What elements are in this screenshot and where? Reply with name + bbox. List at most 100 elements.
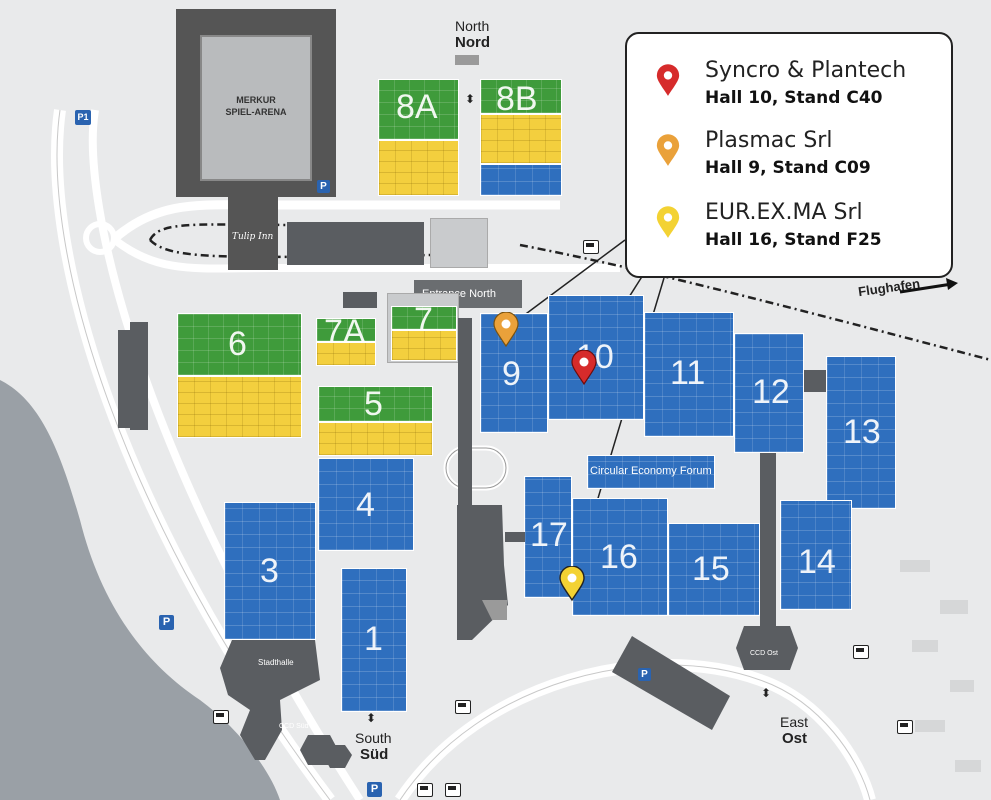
small-building [343, 292, 377, 308]
ccd-ost-label: CCD Ost [750, 650, 778, 657]
hall-12-number: 12 [752, 373, 790, 411]
hall-5-upper [318, 386, 433, 422]
connector-12-13 [804, 370, 826, 392]
hall-9-number: 9 [502, 355, 521, 393]
left-building-2 [130, 322, 148, 430]
hall-5-lower [318, 422, 433, 456]
south-label-de: Süd [360, 746, 389, 763]
hall-15 [668, 523, 760, 616]
hall-8b-bottom [480, 164, 562, 196]
bus-icon [213, 710, 229, 724]
hall-3 [224, 502, 316, 640]
ccd-ost-building [736, 626, 798, 670]
bus-icon [445, 783, 461, 797]
hall-7-lower [391, 330, 457, 361]
service-building [430, 218, 488, 268]
hall-15-number: 15 [692, 550, 730, 588]
arena-building: MERKUR SPIEL-ARENA P [176, 9, 336, 197]
oval-track [443, 445, 509, 491]
left-building-1 [118, 330, 132, 428]
location-pin-icon [656, 134, 680, 166]
legend-stand-location: Hall 10, Stand C40 [705, 88, 883, 108]
roundabout [83, 221, 117, 255]
forum-label: Circular Economy Forum [590, 465, 712, 477]
bus-icon [583, 240, 599, 254]
location-pin-icon[interactable] [570, 350, 598, 386]
hall-13 [826, 356, 896, 509]
hall-8a-number: 8A [396, 88, 438, 126]
hall-13-number: 13 [843, 413, 881, 451]
connector-building [287, 222, 424, 265]
legend-stand-location: Hall 9, Stand C09 [705, 158, 871, 178]
hall-14-number: 14 [798, 543, 836, 581]
legend-company-name: EUR.EX.MA Srl [705, 200, 863, 225]
north-gate [455, 55, 479, 65]
hall-7a-lower [316, 342, 376, 366]
arena-label-line2: SPIEL-ARENA [225, 107, 287, 117]
hall-16-number: 16 [600, 538, 638, 576]
legend-stand-location: Hall 16, Stand F25 [705, 230, 882, 250]
hotel-label: Tulip Inn [232, 232, 274, 242]
airport-arrow-icon [899, 282, 953, 294]
parking-icon: P [159, 615, 174, 630]
legend-company-name: Plasmac Srl [705, 128, 833, 153]
forum-building: Circular Economy Forum [587, 455, 715, 489]
hall-8a-upper [378, 79, 459, 140]
hall-11-number: 11 [670, 354, 706, 392]
hall-16 [572, 498, 668, 616]
parking-icon: P [367, 782, 382, 797]
connector-17 [505, 532, 525, 542]
hall-11 [644, 312, 734, 437]
bus-icon [455, 700, 471, 714]
arena-label-line1: MERKUR [236, 95, 276, 105]
water-body [0, 380, 280, 800]
parking-icon: P [317, 180, 330, 193]
legend-box: Syncro & Plantech Hall 10, Stand C40 Pla… [625, 32, 953, 278]
north-label: North [455, 18, 490, 34]
hall-1 [341, 568, 407, 712]
hall-3-number: 3 [260, 552, 279, 590]
hall-6-lower [177, 376, 302, 438]
bus-icon [897, 720, 913, 734]
hall-10 [548, 295, 644, 420]
east-arrow-icon: ⬍ [761, 686, 772, 700]
hall-7a-upper [316, 318, 376, 342]
north-label-de: Nord [455, 34, 490, 51]
stadthalle-building [220, 640, 352, 768]
hall-7-upper [391, 306, 457, 330]
central-corridor [458, 318, 472, 518]
hall-6-number: 6 [228, 325, 247, 363]
bus-icon [853, 645, 869, 659]
bus-icon [417, 783, 433, 797]
location-pin-icon [656, 64, 680, 96]
up-down-arrow-icon: ⬍ [465, 92, 476, 106]
hall-4-number: 4 [356, 486, 375, 524]
hall-1-number: 1 [364, 620, 383, 658]
ccd-sud-label: CCD Süd [279, 723, 309, 730]
down-arrow-icon: ⬍ [366, 711, 377, 725]
stadthalle-label: Stadthalle [258, 658, 294, 667]
hall-8a-lower [378, 140, 459, 196]
south-label: South [355, 730, 392, 746]
hall-7a-number: 7A [324, 313, 366, 351]
parking-icon: P [638, 668, 651, 681]
parking-p1-icon: P1 [75, 110, 91, 125]
central-building [457, 505, 508, 640]
east-label-de: Ost [782, 730, 808, 747]
location-pin-icon[interactable] [492, 312, 520, 348]
east-label: East [780, 714, 809, 730]
location-pin-icon[interactable] [558, 566, 586, 602]
hall-6-upper [177, 313, 302, 376]
hall-12 [734, 333, 804, 453]
parking-garage [612, 636, 730, 730]
residential-blocks [900, 560, 981, 772]
hotel-building: Tulip Inn [228, 195, 278, 270]
hall-14 [780, 500, 852, 610]
location-pin-icon [656, 206, 680, 238]
hall-8b-mid [480, 114, 562, 164]
hall-8b-top [480, 79, 562, 114]
hall-4 [318, 458, 414, 551]
corridor-east [760, 453, 776, 633]
hall-7-number: 7 [414, 301, 433, 339]
